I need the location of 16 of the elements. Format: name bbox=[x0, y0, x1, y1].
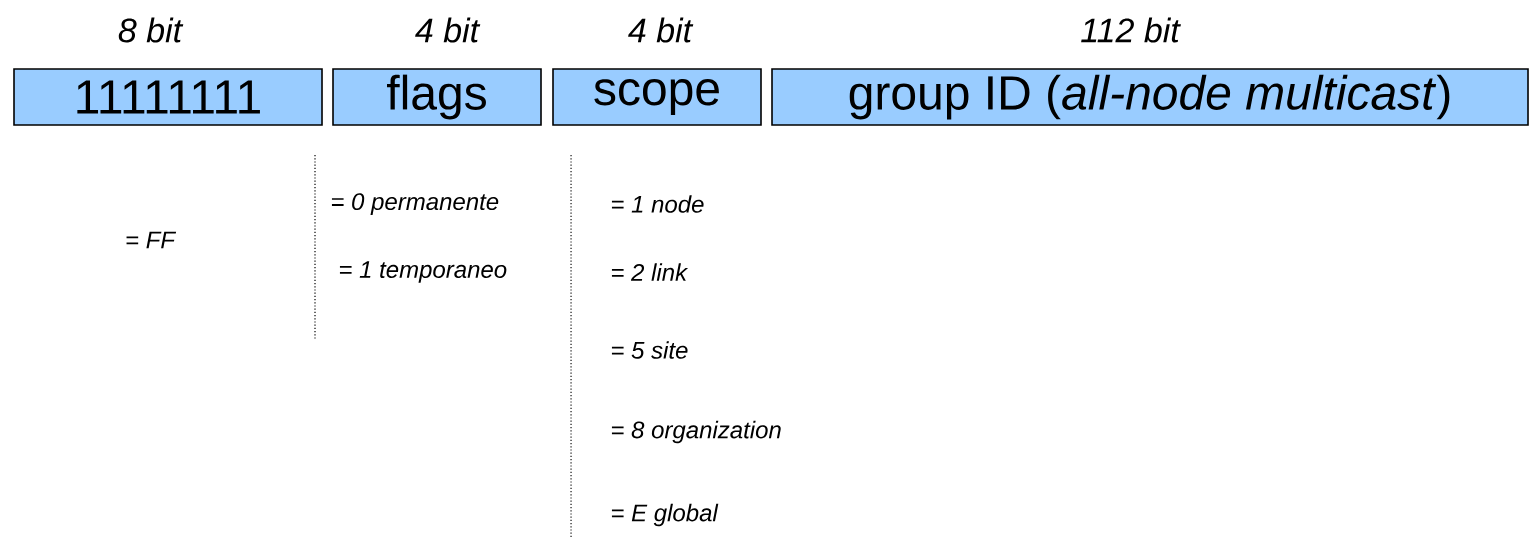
bit-width-label: 8 bit bbox=[118, 17, 184, 43]
bit-width-label: 112 bit bbox=[1081, 17, 1181, 43]
bit-width-label: 4 bit bbox=[628, 17, 694, 43]
value-label: = E global bbox=[611, 503, 719, 527]
bit-width-label: 4 bit bbox=[415, 17, 481, 43]
value-label: = 1 temporaneo bbox=[339, 261, 507, 283]
value-label: = 1 node bbox=[611, 195, 704, 213]
field-box: scope bbox=[552, 68, 762, 126]
value-label: = 2 link bbox=[611, 263, 689, 281]
value-label: = 0 permanente bbox=[331, 193, 499, 215]
value-label: = FF bbox=[126, 231, 177, 249]
value-label: = 8 organization bbox=[611, 420, 781, 444]
value-label: = 5 site bbox=[611, 341, 688, 359]
field-box: flags bbox=[332, 68, 542, 126]
field-box: group ID (all-node multicast) bbox=[771, 68, 1529, 126]
field-box: 11111111 bbox=[13, 68, 323, 126]
